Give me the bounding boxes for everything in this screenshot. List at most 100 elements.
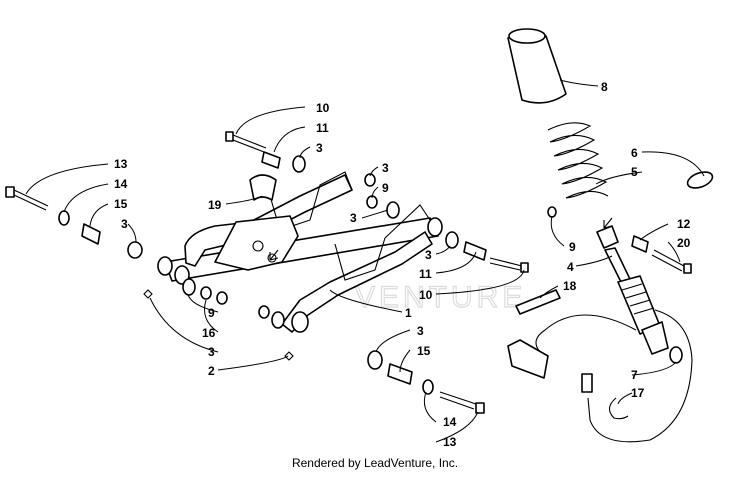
- leader-line: [204, 299, 219, 333]
- leader-line: [631, 361, 677, 376]
- callout-18: 18: [563, 279, 577, 293]
- callout-13: 13: [443, 435, 457, 449]
- leader-line: [369, 166, 379, 177]
- bushing: [445, 231, 459, 249]
- callout-14: 14: [114, 177, 128, 191]
- bumper-pad: [249, 174, 277, 201]
- leader-line: [89, 203, 109, 227]
- leader-line: [667, 241, 681, 263]
- bolt-head: [5, 186, 15, 198]
- leader-line: [435, 245, 451, 255]
- callout-3: 3: [382, 161, 389, 175]
- bolt-shank: [489, 257, 523, 271]
- leader-line: [375, 329, 411, 353]
- leader-line: [550, 215, 565, 247]
- nut: [547, 206, 557, 218]
- lower-bend-tube: [334, 204, 431, 281]
- bump-boot-top: [508, 28, 546, 44]
- bolt-head: [683, 263, 692, 274]
- bolt-shank: [439, 391, 477, 410]
- bushing: [127, 241, 143, 259]
- leader-line: [299, 146, 311, 159]
- callout-8: 8: [601, 80, 608, 94]
- callout-19: 19: [208, 198, 222, 212]
- callout-10: 10: [316, 101, 330, 115]
- nut: [258, 305, 270, 319]
- callout-11: 11: [419, 267, 432, 281]
- leader-line: [639, 223, 669, 241]
- leader-line: [435, 411, 479, 443]
- bolt-shank: [13, 189, 49, 211]
- adjuster-knob: [581, 373, 593, 393]
- callout-3: 3: [417, 324, 424, 338]
- spacer: [387, 363, 413, 385]
- leader-line: [235, 106, 306, 135]
- swing-arm-assembly: [157, 171, 443, 333]
- leader-line: [423, 391, 437, 423]
- callout-5: 5: [631, 165, 638, 179]
- callout-3: 3: [208, 345, 215, 359]
- bolt-head: [475, 402, 485, 414]
- grease-fitting: [143, 289, 153, 299]
- leader-line: [63, 183, 109, 213]
- callout-11: 11: [316, 121, 329, 135]
- callout-3: 3: [425, 248, 432, 262]
- spacer: [631, 235, 649, 253]
- grease-fitting: [284, 351, 294, 361]
- callout-6: 6: [631, 146, 638, 160]
- bolt-shank: [651, 249, 685, 272]
- bolt-head: [520, 262, 529, 273]
- spacer: [261, 151, 281, 169]
- washer: [422, 379, 434, 395]
- leader-line: [435, 251, 477, 274]
- callout-20: 20: [677, 236, 691, 250]
- leader-line: [595, 171, 643, 185]
- leader-line: [25, 163, 109, 195]
- callout-3: 3: [350, 211, 357, 225]
- washer: [200, 286, 212, 300]
- reservoir: [507, 339, 549, 379]
- leader-line: [435, 269, 525, 295]
- bracket-hole: [252, 240, 264, 252]
- shock-assembly: [269, 28, 714, 443]
- spring-retainer: [686, 171, 714, 189]
- arrow-marker: [269, 249, 279, 261]
- callout-16: 16: [202, 326, 216, 340]
- bushing: [669, 346, 683, 364]
- leader-line: [575, 255, 613, 267]
- callout-13: 13: [114, 157, 128, 171]
- bushing: [182, 278, 196, 296]
- washer: [58, 210, 70, 226]
- adjuster-hose: [587, 309, 693, 443]
- leader-line: [273, 126, 306, 153]
- leader-line: [329, 289, 403, 313]
- spacer: [463, 241, 487, 261]
- leader-line: [641, 151, 705, 177]
- footer-credit: Rendered by LeadVenture, Inc.: [291, 456, 459, 470]
- leader-line: [539, 285, 559, 299]
- bushing-right: [427, 217, 443, 237]
- callout-3: 3: [316, 141, 323, 155]
- nut: [216, 291, 228, 305]
- callout-7: 7: [631, 368, 638, 382]
- leader-line: [187, 293, 219, 313]
- callout-15: 15: [417, 344, 431, 358]
- bushing: [367, 350, 383, 370]
- leader-lines: [25, 79, 705, 443]
- center-bracket: [214, 215, 299, 271]
- callout-15: 15: [114, 197, 128, 211]
- callout-3: 3: [121, 217, 128, 231]
- leader-line: [361, 209, 389, 219]
- bolt-shank: [232, 134, 267, 153]
- leader-line: [127, 223, 137, 243]
- callout-17: 17: [631, 386, 645, 400]
- bump-boot: [507, 31, 567, 104]
- callout-2: 2: [208, 364, 215, 378]
- callout-9: 9: [208, 306, 215, 320]
- bolt-head: [225, 131, 234, 142]
- leader-line: [617, 392, 633, 405]
- bushing: [386, 201, 400, 219]
- leader-line: [149, 297, 219, 353]
- callout-10: 10: [419, 288, 433, 302]
